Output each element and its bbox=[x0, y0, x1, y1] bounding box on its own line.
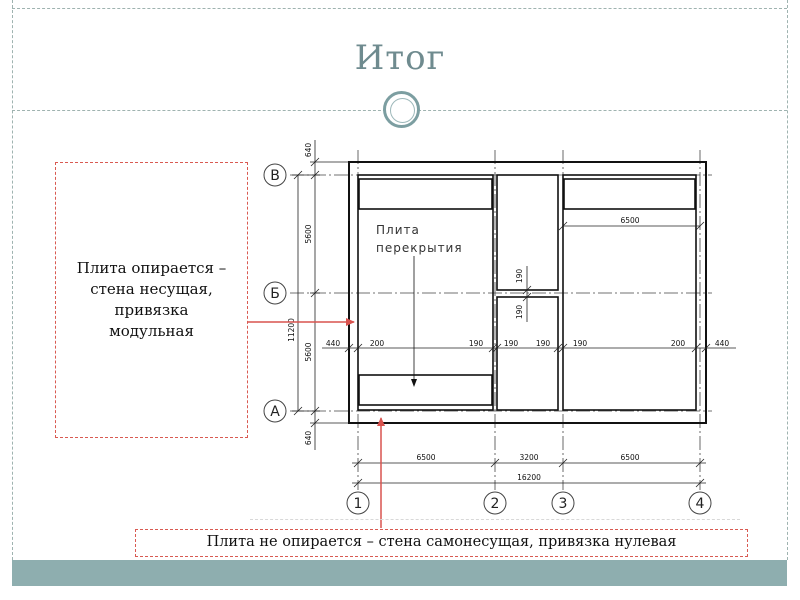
frame-top-line bbox=[12, 8, 787, 9]
bottom-dimension-chain bbox=[352, 458, 706, 488]
axis-lines bbox=[290, 150, 712, 490]
axis-marker-a-label: А bbox=[270, 404, 280, 420]
dim-6500-inner: 6500 bbox=[620, 216, 639, 225]
footer-band bbox=[12, 560, 787, 586]
building-walls bbox=[348, 161, 707, 424]
dim-200-left: 200 bbox=[370, 339, 385, 348]
room-right bbox=[562, 174, 697, 411]
axis-marker-3-label: 3 bbox=[559, 496, 568, 512]
bottom-note-box bbox=[135, 529, 748, 557]
room-middle-top bbox=[496, 174, 559, 291]
axis-marker-a bbox=[263, 399, 287, 423]
dim-640-bottom: 640 bbox=[304, 431, 313, 446]
room-left bbox=[357, 174, 494, 411]
dim-3200-span: 3200 bbox=[519, 453, 538, 462]
axis-marker-2-label: 2 bbox=[491, 496, 500, 512]
bottom-dashed-rule bbox=[250, 519, 740, 520]
dim-640-top: 640 bbox=[304, 143, 313, 158]
axis-marker-2 bbox=[483, 491, 507, 515]
left-note-line-2: стена несущая, bbox=[90, 280, 213, 298]
dim-440-left: 440 bbox=[326, 339, 341, 348]
axis-marker-3 bbox=[551, 491, 575, 515]
slide-title: Итог bbox=[354, 38, 446, 78]
frame-left-line bbox=[12, 0, 13, 560]
dim-5600-bottom: 5600 bbox=[304, 342, 313, 361]
dim-190-c: 190 bbox=[536, 339, 551, 348]
axis-marker-1-label: 1 bbox=[354, 496, 363, 512]
dim-190-d: 190 bbox=[573, 339, 588, 348]
plate-label-line-2: перекрытия bbox=[376, 241, 463, 255]
left-note-text: Плита опирается – стена несущая, привязк… bbox=[55, 258, 248, 342]
left-note-box bbox=[55, 162, 248, 438]
frame-right-line bbox=[787, 0, 788, 560]
circle-ornament-icon bbox=[383, 91, 420, 128]
left-note-line-1: Плита опирается – bbox=[76, 259, 227, 277]
dim-16200-total: 16200 bbox=[517, 473, 541, 482]
axis-marker-v bbox=[263, 163, 287, 187]
dim-190-vertical-b: 190 bbox=[515, 305, 524, 320]
dim-190-b: 190 bbox=[504, 339, 519, 348]
axis-marker-1 bbox=[346, 491, 370, 515]
axis-marker-v-label: В bbox=[270, 168, 280, 184]
dim-190-vertical-a: 190 bbox=[515, 269, 524, 284]
dim-200-right: 200 bbox=[671, 339, 686, 348]
dim-440-right: 440 bbox=[715, 339, 730, 348]
axis-marker-b bbox=[263, 281, 287, 305]
middle-wall-dimension bbox=[522, 266, 532, 322]
slab-left-bottom bbox=[358, 374, 493, 406]
plate-label-line-1: Плита bbox=[376, 223, 420, 237]
room-middle-bottom bbox=[496, 296, 559, 411]
left-note-line-3: привязка bbox=[114, 301, 189, 319]
bottom-note-text: Плита не опирается – стена самонесущая, … bbox=[206, 534, 677, 550]
dim-190-a: 190 bbox=[469, 339, 484, 348]
left-note-line-4: модульная bbox=[109, 322, 194, 340]
dim-6500-span-b: 6500 bbox=[620, 453, 639, 462]
dim-11200: 11200 bbox=[287, 318, 296, 342]
left-dimension-chain bbox=[292, 140, 348, 450]
outer-wall bbox=[348, 161, 707, 424]
dim-5600-top: 5600 bbox=[304, 224, 313, 243]
plate-leader-arrow bbox=[411, 379, 417, 387]
inner-span-dimension bbox=[558, 221, 705, 231]
axis-marker-b-label: Б bbox=[270, 286, 280, 302]
slab-left-top bbox=[358, 178, 493, 210]
axis-marker-4 bbox=[688, 491, 712, 515]
dim-6500-span-a: 6500 bbox=[416, 453, 435, 462]
slab-right-top bbox=[563, 178, 696, 210]
axis-marker-4-label: 4 bbox=[696, 496, 705, 512]
wall-dimension-chain bbox=[322, 343, 736, 353]
